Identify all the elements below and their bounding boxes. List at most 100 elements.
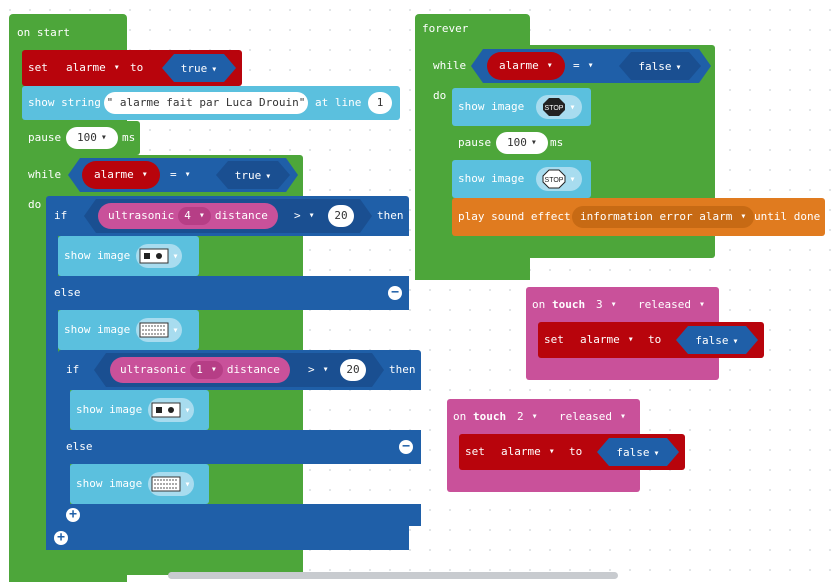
- ultrasonic-4-reporter[interactable]: ultrasonic 4 distance: [98, 203, 278, 229]
- compare-value-input[interactable]: 20: [340, 359, 366, 381]
- touch-2-set-block[interactable]: set alarme to false: [459, 434, 685, 470]
- show-image-block-2[interactable]: show image ▾: [58, 310, 199, 350]
- show-image-keyword: show image: [458, 100, 525, 113]
- set-value-true[interactable]: true: [162, 54, 236, 82]
- forever-pause-block[interactable]: pause 100 ms: [452, 126, 570, 160]
- do-keyword: do: [433, 89, 447, 102]
- set-variable-dropdown[interactable]: alarme: [574, 332, 640, 348]
- if-block[interactable]: if ultrasonic 4 distance > 20 then: [46, 196, 409, 236]
- then-keyword: then: [389, 363, 416, 376]
- pause-keyword: pause: [28, 131, 62, 144]
- on-keyword: on: [532, 298, 546, 311]
- face-image-icon: [139, 248, 169, 264]
- forever-alarme-dropdown[interactable]: alarme: [487, 52, 565, 80]
- ultrasonic-port-dropdown[interactable]: 1: [190, 361, 223, 379]
- set-keyword: set: [28, 61, 48, 74]
- led-image-picker[interactable]: ▾: [136, 244, 182, 268]
- pause-keyword: pause: [458, 136, 492, 149]
- play-sound-keyword: play sound effect: [458, 210, 571, 223]
- led-image-picker[interactable]: ▾: [148, 398, 194, 422]
- show-image-keyword: show image: [64, 249, 131, 262]
- noise-image-icon: [151, 476, 181, 492]
- workspace-horizontal-scrollbar[interactable]: [168, 572, 618, 579]
- else-keyword: else: [54, 286, 81, 299]
- touch-keyword: touch: [473, 410, 507, 423]
- compare-value-input[interactable]: 20: [328, 205, 354, 227]
- else-row-1: else −: [46, 276, 409, 310]
- if-keyword: if: [54, 209, 68, 222]
- show-image-keyword: show image: [76, 477, 143, 490]
- else-keyword: else: [66, 440, 93, 453]
- while-value-true[interactable]: true: [216, 161, 290, 189]
- set-to-keyword: to: [130, 61, 144, 74]
- set-alarme-block[interactable]: set alarme to true: [22, 50, 242, 86]
- pause-duration-input[interactable]: 100: [496, 132, 548, 154]
- if-footer: +: [46, 526, 409, 550]
- stop-sign-icon: STOP: [543, 98, 566, 116]
- show-image-block-1[interactable]: show image ▾: [58, 236, 199, 276]
- until-done-keyword: until done: [754, 210, 821, 223]
- add-else-if-icon[interactable]: +: [54, 531, 68, 545]
- touch-event-dropdown[interactable]: released: [553, 407, 632, 427]
- show-image-block-4[interactable]: show image ▾: [70, 464, 209, 504]
- nested-if-footer: +: [58, 504, 421, 526]
- else-row-2: else −: [58, 430, 421, 464]
- show-string-text-input[interactable]: " alarme fait par Luca Drouin": [104, 92, 308, 114]
- show-image-stop-1[interactable]: show image STOP ▾: [452, 88, 591, 126]
- noise-image-icon: [139, 322, 169, 338]
- show-image-keyword: show image: [76, 403, 143, 416]
- while-alarme-dropdown[interactable]: alarme: [82, 161, 160, 189]
- show-image-block-3[interactable]: show image ▾: [70, 390, 209, 430]
- pause-duration-input[interactable]: 100: [66, 127, 118, 149]
- forever-operator-dropdown[interactable]: =: [567, 56, 600, 76]
- if-body-rail: [46, 236, 58, 550]
- show-image-keyword: show image: [458, 172, 525, 185]
- show-image-stop-2[interactable]: show image STOP ▾: [452, 160, 591, 198]
- set-variable-dropdown[interactable]: alarme: [60, 60, 126, 76]
- forever-label: forever: [422, 22, 469, 35]
- touch-pin-dropdown[interactable]: 3: [590, 295, 623, 315]
- add-else-if-icon[interactable]: +: [66, 508, 80, 522]
- while-keyword: while: [28, 168, 62, 181]
- ultrasonic-port-dropdown[interactable]: 4: [178, 207, 211, 225]
- while-operator-dropdown[interactable]: =: [164, 165, 197, 185]
- set-value-false[interactable]: false: [676, 326, 758, 354]
- nested-if-block[interactable]: if ultrasonic 1 distance > 20 then: [58, 350, 421, 390]
- while-keyword: while: [433, 59, 467, 72]
- led-image-picker[interactable]: ▾: [148, 472, 194, 496]
- stop-sign-outline-icon: STOP: [542, 169, 566, 189]
- sound-effect-dropdown[interactable]: information error alarm: [572, 206, 755, 228]
- to-keyword: to: [648, 333, 662, 346]
- touch-event-dropdown[interactable]: released: [632, 295, 711, 315]
- to-keyword: to: [569, 445, 583, 458]
- set-value-false[interactable]: false: [597, 438, 679, 466]
- play-sound-block[interactable]: play sound effect information error alar…: [452, 198, 825, 236]
- compare-operator-dropdown[interactable]: >: [302, 360, 335, 380]
- compare-operator-dropdown[interactable]: >: [288, 206, 321, 226]
- stop-image-picker[interactable]: STOP ▾: [536, 95, 582, 119]
- ultrasonic-1-reporter[interactable]: ultrasonic 1 distance: [110, 357, 290, 383]
- svg-text:STOP: STOP: [545, 177, 564, 184]
- then-keyword: then: [377, 209, 404, 222]
- touch-3-set-block[interactable]: set alarme to false: [538, 322, 764, 358]
- pause-unit: ms: [122, 131, 136, 144]
- touch-keyword: touch: [552, 298, 586, 311]
- set-keyword: set: [544, 333, 564, 346]
- stop-image-picker[interactable]: STOP ▾: [536, 167, 582, 191]
- svg-text:STOP: STOP: [545, 105, 564, 112]
- set-keyword: set: [465, 445, 485, 458]
- show-string-block[interactable]: show string " alarme fait par Luca Droui…: [22, 86, 400, 120]
- touch-pin-dropdown[interactable]: 2: [511, 407, 544, 427]
- show-image-keyword: show image: [64, 323, 131, 336]
- forever-value-false[interactable]: false: [619, 52, 701, 80]
- led-image-picker[interactable]: ▾: [136, 318, 182, 342]
- do-keyword: do: [28, 198, 42, 211]
- line-number-input[interactable]: 1: [368, 92, 392, 114]
- remove-else-icon[interactable]: −: [388, 286, 402, 300]
- remove-else-icon[interactable]: −: [399, 440, 413, 454]
- nested-if-keyword: if: [66, 363, 80, 376]
- show-string-keyword: show string: [28, 96, 101, 109]
- pause-block[interactable]: pause 100 ms: [22, 121, 140, 155]
- on-keyword: on: [453, 410, 467, 423]
- set-variable-dropdown[interactable]: alarme: [495, 444, 561, 460]
